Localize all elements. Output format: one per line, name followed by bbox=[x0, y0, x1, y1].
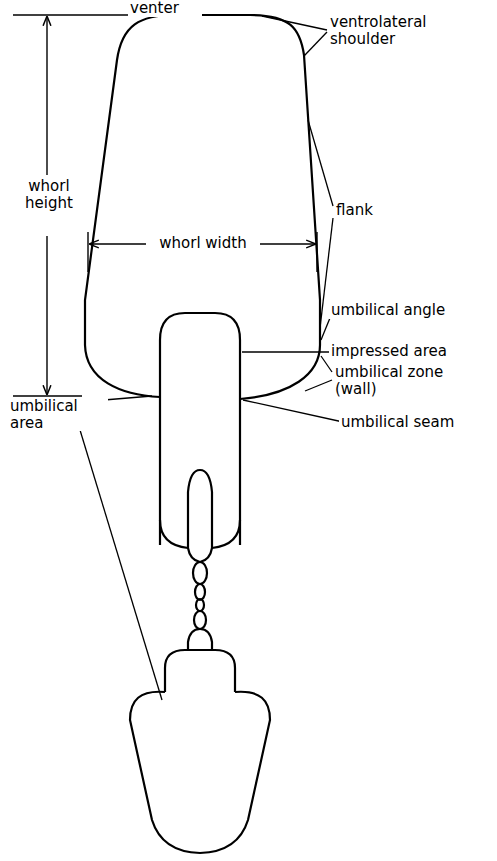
leader-line bbox=[242, 351, 332, 352]
leader-line bbox=[262, 16, 327, 30]
dimension-arrow bbox=[46, 236, 47, 394]
small-whorl bbox=[193, 562, 207, 584]
leader-line bbox=[80, 430, 162, 700]
small-whorl bbox=[195, 584, 205, 600]
dimension-label: whorl height bbox=[12, 178, 86, 211]
dimension-tick bbox=[316, 232, 317, 272]
small-whorl bbox=[194, 611, 206, 629]
dimension-arrow bbox=[46, 17, 47, 175]
leader-line bbox=[308, 120, 333, 206]
umbilical-zone-label: umbilical zone (wall) bbox=[333, 364, 477, 397]
inner-whorl-base bbox=[160, 520, 240, 548]
dimension-tick bbox=[87, 232, 88, 272]
inner-whorl-section bbox=[165, 650, 235, 692]
impressed-area-label: impressed area bbox=[329, 343, 493, 360]
small-whorl bbox=[188, 629, 212, 650]
leader-line bbox=[104, 396, 152, 400]
leader-line bbox=[305, 380, 332, 391]
dimension-arrow bbox=[256, 243, 315, 244]
dimension-label: whorl width bbox=[146, 235, 260, 252]
small-whorl bbox=[196, 599, 204, 611]
inner-whorl-section bbox=[160, 313, 240, 545]
flank-label: flank bbox=[334, 202, 398, 219]
venter-label: venter bbox=[128, 0, 202, 17]
umbilical-angle-label: umbilical angle bbox=[329, 302, 493, 319]
outer-whorl-section bbox=[85, 15, 320, 399]
shoulder-label: ventrolateral shoulder bbox=[328, 14, 462, 47]
dimension-line bbox=[13, 395, 82, 396]
leader-line bbox=[243, 400, 343, 422]
umbilical-seam-label: umbilical seam bbox=[339, 414, 493, 431]
dimension-arrow bbox=[90, 243, 146, 244]
leader-line bbox=[304, 32, 327, 56]
third-whorl-section bbox=[188, 470, 212, 562]
leader-lines bbox=[80, 16, 343, 700]
umbilical-area-label: umbilical area bbox=[8, 398, 108, 431]
outer-whorl-section bbox=[130, 692, 270, 853]
